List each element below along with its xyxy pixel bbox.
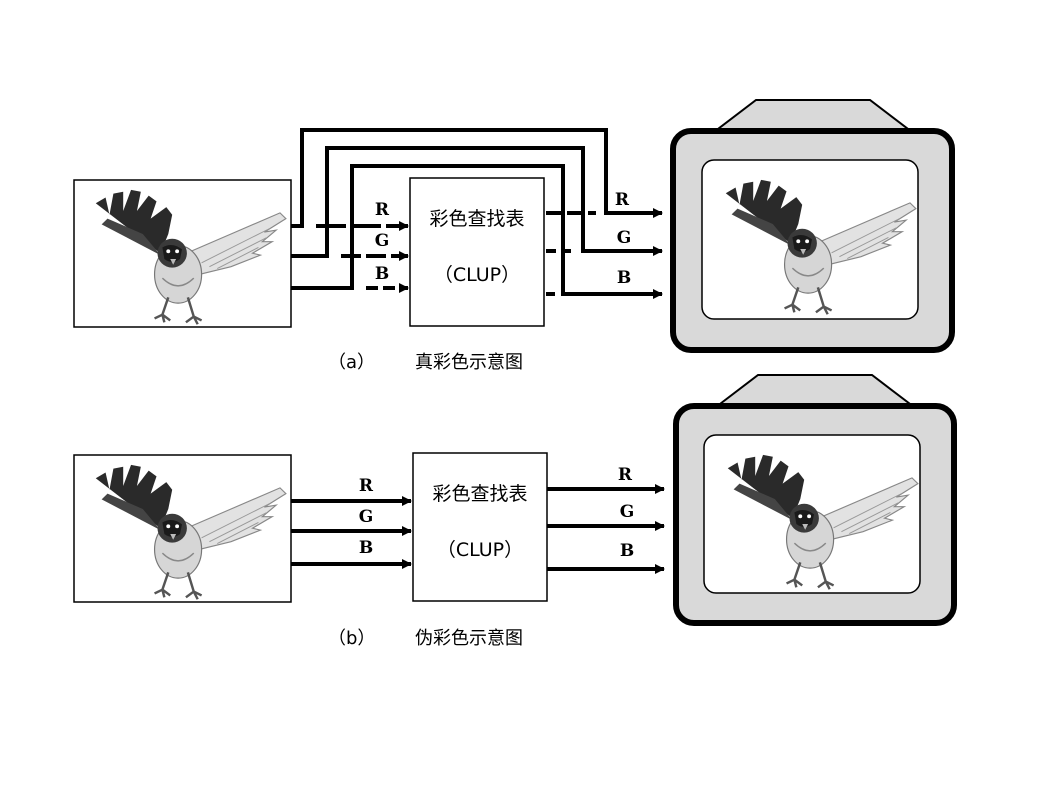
output-label-g: G bbox=[617, 228, 632, 248]
input-label-g: G bbox=[359, 507, 374, 527]
diagram-a: 彩色查找表 （CLUP） R G B R G B （a） 真彩色示意图 bbox=[73, 99, 955, 373]
monitor-top bbox=[711, 99, 915, 133]
lut-title: 彩色查找表 bbox=[432, 483, 527, 505]
input-label-r: R bbox=[375, 200, 390, 220]
lut-title: 彩色查找表 bbox=[429, 208, 524, 230]
lut-subtitle: （CLUP） bbox=[434, 264, 520, 286]
diagram-b: 彩色查找表 （CLUP） R G B R G B （b） 伪彩色示意图 bbox=[73, 374, 957, 649]
output-label-r: R bbox=[618, 465, 633, 485]
input-label-g: G bbox=[375, 231, 390, 251]
caption-text: 伪彩色示意图 bbox=[415, 628, 523, 649]
lut-subtitle: （CLUP） bbox=[437, 539, 523, 561]
output-label-g: G bbox=[620, 502, 635, 522]
monitor bbox=[673, 374, 957, 626]
input-label-b: B bbox=[375, 264, 389, 284]
input-label-r: R bbox=[359, 476, 374, 496]
lut-box bbox=[412, 452, 548, 602]
output-label-r: R bbox=[615, 190, 630, 210]
caption-tag: （a） bbox=[328, 352, 375, 373]
caption-text: 真彩色示意图 bbox=[415, 352, 523, 373]
monitor-top bbox=[713, 374, 917, 408]
caption-tag: （b） bbox=[328, 628, 375, 649]
input-label-b: B bbox=[359, 538, 373, 558]
output-label-b: B bbox=[617, 268, 631, 288]
bypass-wire-r bbox=[291, 128, 608, 228]
bypass-wire-b bbox=[291, 164, 565, 294]
bypass-wire-g bbox=[291, 146, 585, 258]
lut-box bbox=[409, 177, 545, 327]
monitor bbox=[670, 99, 955, 353]
output-label-b: B bbox=[620, 541, 634, 561]
